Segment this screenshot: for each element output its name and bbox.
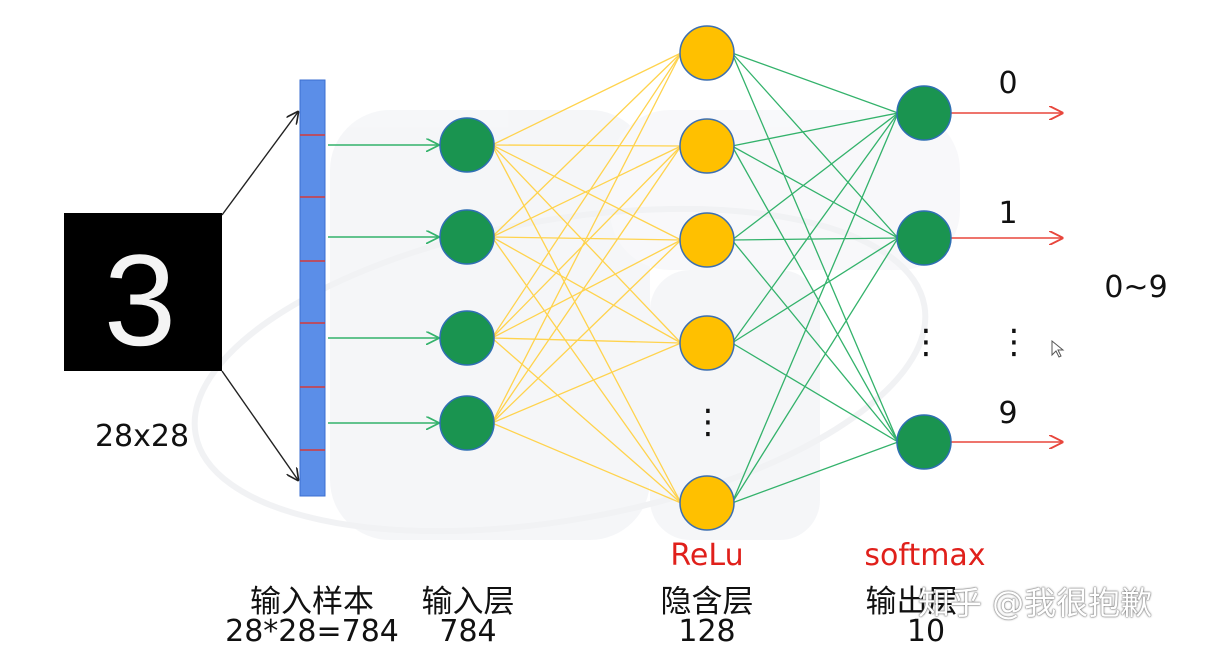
background-shapes xyxy=(191,110,960,540)
output-layer-count: 10 xyxy=(906,614,946,649)
hidden-activation-label: ReLu xyxy=(670,538,744,573)
sample-layer-name: 输入样本 xyxy=(250,584,374,620)
output-layer-nodes xyxy=(896,85,952,470)
input-node xyxy=(439,310,495,366)
output-ellipsis: ⋮ xyxy=(909,322,943,362)
edge-hidden-output xyxy=(731,112,899,344)
edge-input-hidden xyxy=(491,239,682,339)
output-node xyxy=(896,85,952,141)
input-node xyxy=(439,117,495,173)
edge-hidden-output xyxy=(731,237,899,241)
label-ellipsis: ⋮ xyxy=(997,322,1031,362)
output-activation-label: softmax xyxy=(864,538,986,573)
output-node xyxy=(896,414,952,470)
output-label-1: 1 xyxy=(998,196,1018,231)
hidden-ellipsis: ⋮ xyxy=(691,402,725,442)
edge-hidden-output xyxy=(731,237,899,504)
edge-input-hidden xyxy=(491,52,682,424)
edge-input-hidden xyxy=(491,342,682,424)
edge-hidden-output xyxy=(731,112,899,504)
hidden-layer-name: 隐含层 xyxy=(660,584,754,620)
edge-hidden-output xyxy=(731,145,899,443)
input-vector-bar xyxy=(299,79,326,497)
edge-input-hidden xyxy=(491,52,682,339)
hidden-node xyxy=(679,212,735,268)
edge-input-hidden xyxy=(491,52,682,238)
edge-input-hidden xyxy=(491,144,682,241)
watermark: 知乎 @我很抱歉 xyxy=(918,584,1153,622)
edge-input-hidden xyxy=(491,422,682,504)
edge-hidden-output xyxy=(731,441,899,504)
edge-hidden-output xyxy=(731,145,899,239)
edge-input-hidden xyxy=(491,337,682,504)
input-node xyxy=(439,395,495,451)
edge-hidden-output xyxy=(731,112,899,147)
edge-input-hidden xyxy=(491,337,682,344)
hidden-node xyxy=(679,475,735,531)
edge-hidden-output xyxy=(731,112,899,241)
input-layer-nodes xyxy=(439,117,495,451)
input-node xyxy=(439,209,495,265)
edge-input-hidden xyxy=(491,145,682,339)
edge-input-hidden xyxy=(491,236,682,504)
output-label-9: 9 xyxy=(998,396,1018,431)
result-arrows xyxy=(951,113,1062,442)
input-to-hidden-edges xyxy=(491,52,682,504)
edge-input-hidden xyxy=(491,145,682,424)
edge-input-hidden xyxy=(491,144,682,504)
image-to-vector-arrow-bottom xyxy=(221,370,298,480)
edge-input-hidden xyxy=(491,52,682,146)
edge-input-hidden xyxy=(491,236,682,344)
mouse-cursor-icon xyxy=(1051,339,1065,358)
hidden-node xyxy=(679,315,735,371)
edge-hidden-output xyxy=(731,237,899,344)
digit-image: 3 xyxy=(64,213,222,373)
hidden-node xyxy=(679,25,735,81)
sample-layer-count: 28*28=784 xyxy=(225,614,399,649)
hidden-layer-nodes xyxy=(679,25,735,531)
output-label-0: 0 xyxy=(998,66,1018,101)
edge-input-hidden xyxy=(491,145,682,238)
edge-hidden-output xyxy=(731,52,899,114)
hidden-node xyxy=(679,118,735,174)
class-range-label: 0~9 xyxy=(1104,270,1168,305)
hidden-to-output-edges xyxy=(731,52,899,504)
image-size-label: 28x28 xyxy=(94,419,190,454)
edge-input-hidden xyxy=(491,144,682,344)
image-to-vector-arrow-top xyxy=(221,112,298,216)
edge-hidden-output xyxy=(731,239,899,443)
digit-glyph: 3 xyxy=(104,227,176,373)
edge-hidden-output xyxy=(731,52,899,239)
edge-hidden-output xyxy=(731,52,899,443)
edge-hidden-output xyxy=(731,342,899,443)
output-layer-name: 输出层 xyxy=(865,584,959,620)
vector-to-input-arrows xyxy=(328,145,438,423)
hidden-layer-count: 128 xyxy=(678,614,736,649)
input-layer-count: 784 xyxy=(439,614,497,649)
edge-input-hidden xyxy=(491,239,682,424)
input-layer-name: 输入层 xyxy=(421,584,515,620)
output-node xyxy=(896,210,952,266)
